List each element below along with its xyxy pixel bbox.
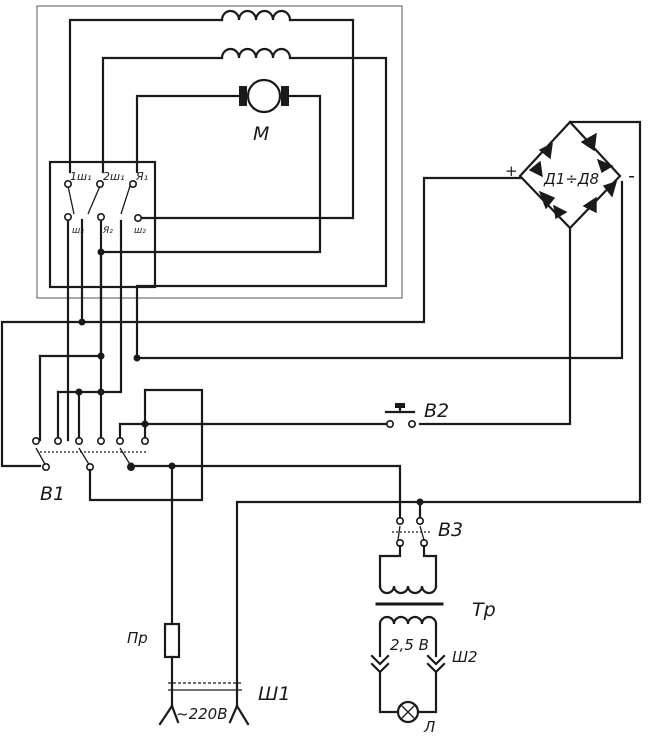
motor-enclosure-frame (36, 5, 403, 299)
terminal-label-t3: Я₁ (135, 170, 148, 183)
secondary-voltage-label: 2,5 В (390, 636, 429, 654)
transformer: Тр 2,5 В (375, 544, 496, 658)
fuse-icon (163, 622, 181, 659)
b3-contact-2 (415, 516, 424, 525)
rectifier-label: Д1÷Д8 (543, 170, 599, 188)
terminal-t3 (129, 180, 138, 189)
b1-contact-5 (116, 436, 125, 445)
lamp: Л (396, 700, 435, 736)
diode-7-icon (602, 180, 618, 198)
terminal-t4 (64, 213, 73, 222)
terminal-t2 (96, 180, 105, 189)
rectifier-minus-label: - (628, 165, 635, 187)
motor: М (99, 78, 322, 254)
diode-1-icon (538, 142, 553, 160)
switch-b3-label: В3 (438, 519, 463, 541)
switch-b2-label: В2 (424, 400, 449, 422)
switch-b1-label: В1 (40, 483, 65, 505)
diode-6-icon (582, 196, 597, 214)
diode-4-icon (538, 190, 556, 210)
plug-sh1: ~220В Ш1 (158, 682, 290, 726)
diode-3-icon (596, 158, 614, 174)
rectifier-plus-label: + (505, 162, 518, 180)
field-coil-2 (101, 47, 624, 360)
b1-contact-1 (31, 436, 40, 445)
transformer-label: Тр (472, 599, 496, 621)
b1-contact-2 (53, 436, 62, 445)
switch-b2: В2 (384, 400, 449, 428)
fuse-label: Пр (127, 629, 148, 647)
wire-t6-down (99, 219, 123, 394)
motor-label: М (253, 123, 269, 145)
terminal-label-t2: 2ш₁ (103, 170, 124, 183)
lamp-label: Л (423, 718, 435, 736)
diode-5-icon (553, 204, 568, 220)
terminal-t1 (64, 180, 73, 189)
motor-brush-left (239, 86, 247, 106)
b1-contact-4 (97, 436, 106, 445)
mains-voltage-label: ~220В (176, 705, 228, 723)
switch-b1: В1 (31, 354, 402, 520)
field-coil-1 (68, 9, 355, 220)
b1-contact-7 (41, 462, 50, 471)
wire-plus-rail (0, 176, 522, 468)
b1-contact-6 (141, 436, 150, 445)
plug-sh2: Ш2 (370, 648, 478, 714)
b2-contact-2 (407, 419, 416, 428)
lamp-icon (396, 700, 420, 724)
diode-8-icon (528, 160, 543, 178)
terminal-label-t5: Я₂ (102, 226, 113, 236)
b3-contact-1 (395, 516, 404, 525)
diode-2-icon (580, 132, 597, 152)
terminal-label-t1: 1ш₁ (70, 170, 91, 183)
plug-sh2-label: Ш2 (452, 648, 478, 666)
motor-rotor-icon (246, 78, 282, 114)
terminal-t6 (134, 214, 143, 223)
rectifier-bridge: Д1÷Д8 + - (418, 120, 642, 504)
plug-sh1-label: Ш1 (258, 683, 290, 705)
wire-mains-neutral (235, 500, 422, 708)
terminal-label-t6: ш₂ (134, 226, 146, 236)
terminal-t5 (97, 213, 106, 222)
junction-dots (75, 248, 176, 470)
motor-brush-right (281, 86, 289, 106)
b1-contact-3 (75, 436, 84, 445)
b2-contact-1 (385, 419, 394, 428)
terminal-block: 1ш₁ 2ш₁ Я₁ ш₂ Я₂ ш₂ (64, 170, 148, 236)
switch-b3: В3 (392, 498, 463, 547)
terminal-label-t4: ш₂ (72, 226, 84, 236)
